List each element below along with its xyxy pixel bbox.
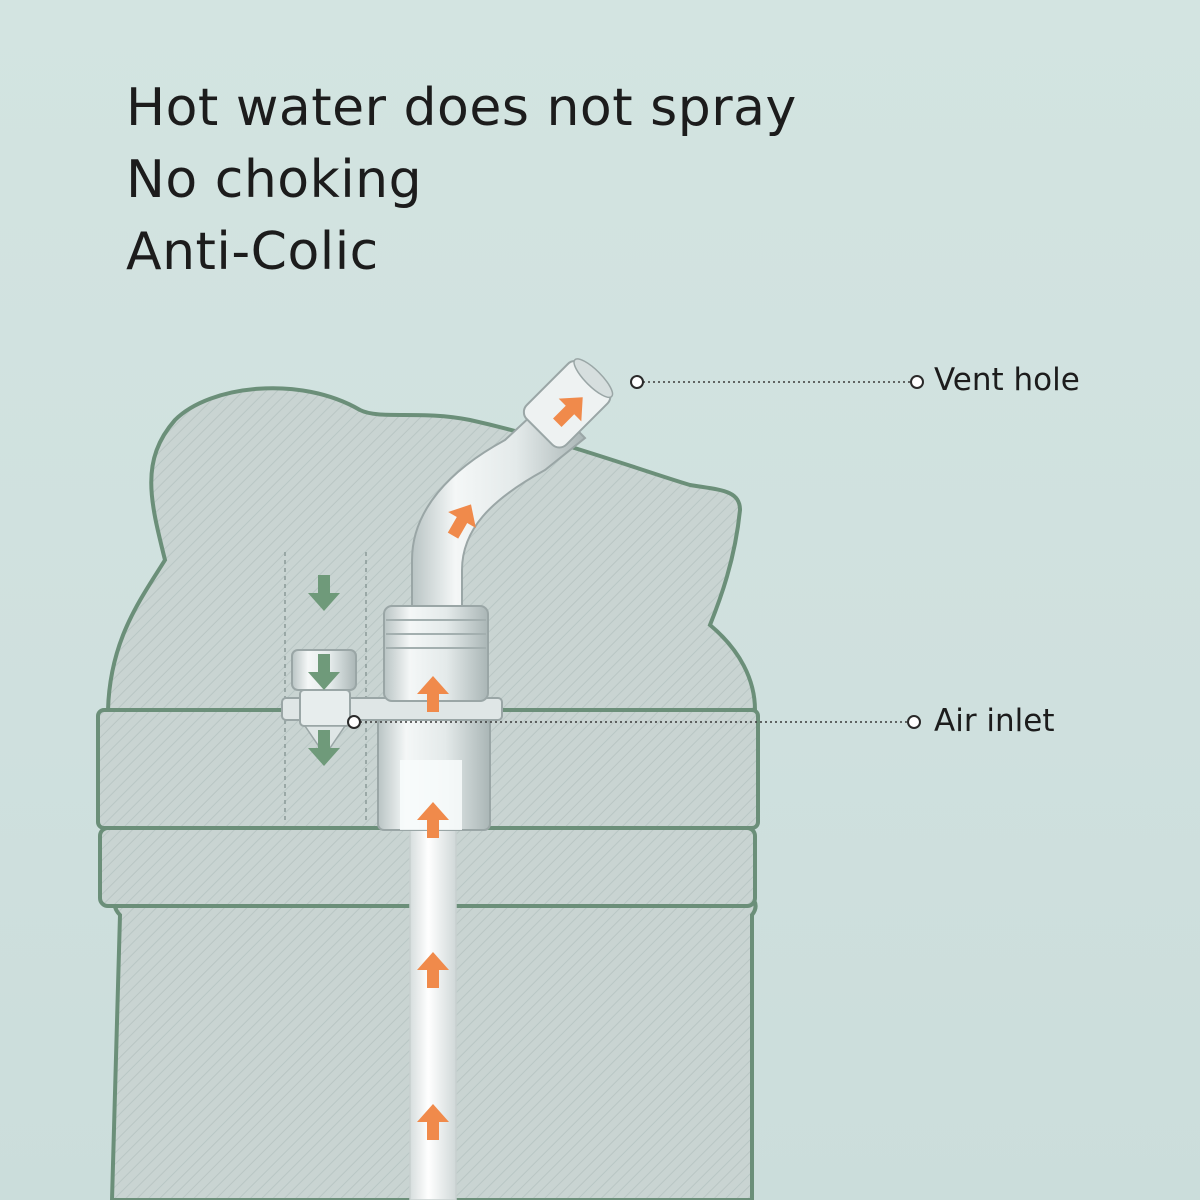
flow-up-arrow-icon: [447, 504, 476, 539]
straw-tube: [409, 829, 457, 1200]
callout-marker-icon: [630, 375, 644, 389]
headline-line-3: Anti-Colic: [126, 222, 379, 282]
vent-hole-label: Vent hole: [934, 362, 1080, 398]
callout-marker-icon: [347, 715, 361, 729]
air-inlet-label: Air inlet: [934, 703, 1055, 739]
headline: Hot water does not spray No choking Anti…: [126, 72, 797, 288]
callout-marker-icon: [910, 375, 924, 389]
headline-line-1: Hot water does not spray: [126, 78, 797, 138]
callout-marker-icon: [907, 715, 921, 729]
flow-up-arrow-icon: [553, 397, 583, 427]
headline-line-2: No choking: [126, 150, 423, 210]
